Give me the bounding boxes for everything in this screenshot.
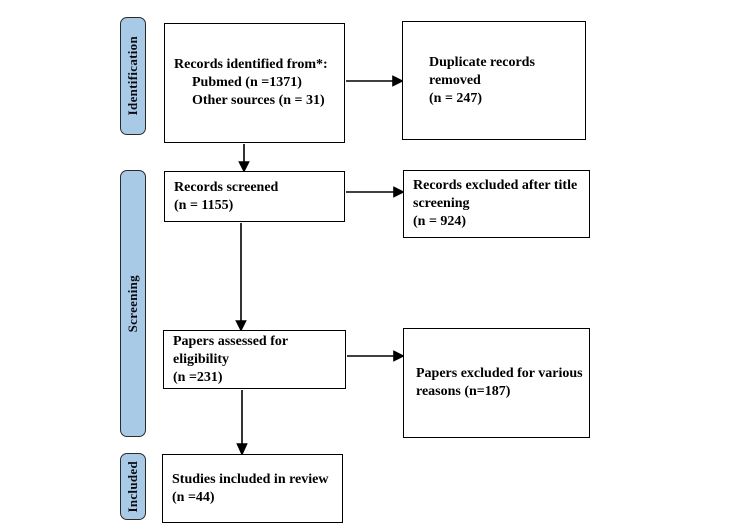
flow-box-records-excluded: Records excluded after title screening (… [403, 170, 590, 238]
flow-box-papers-excluded: Papers excluded for various reasons (n=1… [403, 328, 590, 438]
box-text-line: Other sources (n = 31) [192, 93, 325, 108]
box-text-line: Pubmed (n =1371) [192, 75, 302, 90]
box-text-line: screening [413, 196, 470, 211]
box-text-line: (n =231) [173, 369, 223, 385]
box-text-line: removed [429, 72, 481, 88]
stage-label-included: Included [120, 453, 146, 520]
arrow-screened-to-excluded [346, 186, 405, 198]
box-text-line: Records screened [174, 179, 279, 195]
box-text-line: Duplicate records [429, 54, 535, 70]
stage-label-text: Identification [125, 36, 140, 116]
box-text-line: Records identified from*: [174, 57, 328, 72]
flow-box-records-screened: Records screened (n = 1155) [164, 171, 345, 222]
box-text-line: eligibility [173, 351, 229, 367]
stage-label-identification: Identification [120, 17, 146, 135]
box-text-line: Studies included in review [172, 471, 329, 487]
box-text-line: Papers excluded for various [416, 366, 583, 381]
box-text-line: (n =44) [172, 489, 215, 505]
stage-label-screening: Screening [120, 170, 146, 437]
stage-label-text: Included [125, 460, 140, 513]
box-text-line: reasons (n=187) [416, 384, 511, 399]
arrow-identified-to-duplicates [346, 75, 404, 87]
flow-box-papers-assessed: Papers assessed for eligibility (n =231) [163, 330, 346, 389]
arrow-assessed-to-included [236, 390, 248, 456]
box-text-line: (n = 1155) [174, 197, 234, 213]
flow-box-duplicates-removed: Duplicate records removed (n = 247) [402, 21, 586, 140]
stage-label-text: Screening [125, 274, 140, 333]
box-text-line: (n = 247) [429, 90, 483, 106]
box-text-line: (n = 924) [413, 214, 467, 229]
flow-box-records-identified: Records identified from*: Pubmed (n =137… [164, 23, 345, 143]
arrow-screened-to-assessed [235, 223, 247, 332]
box-text-line: Papers assessed for [173, 333, 289, 349]
box-text-line: Records excluded after title [413, 178, 578, 193]
flow-box-studies-included: Studies included in review (n =44) [162, 454, 343, 523]
arrow-assessed-to-excluded [347, 350, 405, 362]
arrow-identified-to-screened [238, 144, 250, 173]
